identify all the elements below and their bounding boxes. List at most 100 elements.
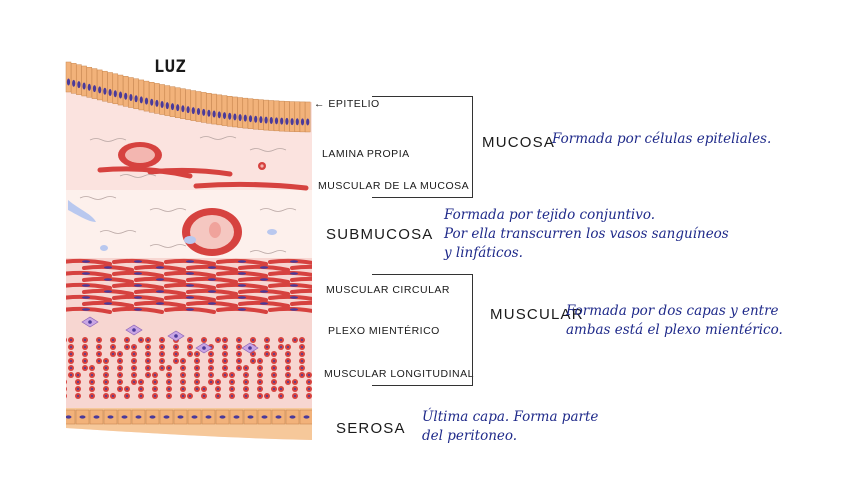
muscle-nucleus: [84, 360, 86, 362]
bracket-mucosa: [372, 96, 473, 198]
muscle-nucleus: [287, 353, 289, 355]
muscle-nucleus: [70, 360, 72, 362]
cell-nucleus: [222, 112, 227, 120]
muscle-nucleus: [156, 290, 164, 293]
muscle-nucleus: [168, 367, 170, 369]
epithelial-cell: [206, 92, 212, 124]
cell-nucleus: [303, 415, 310, 419]
muscle-nucleus: [182, 381, 184, 383]
muscle-nucleus: [224, 339, 226, 341]
muscle-nucleus: [119, 374, 121, 376]
muscle-nucleus: [126, 339, 128, 341]
connective-fiber: [259, 208, 297, 212]
connective-fiber: [149, 208, 187, 212]
muscle-nucleus: [196, 374, 198, 376]
cell-nucleus: [163, 415, 170, 419]
muscle-nucleus: [301, 353, 303, 355]
muscle-nucleus: [217, 381, 219, 383]
epithelial-cell: [133, 78, 139, 109]
epithelial-cell: [148, 82, 155, 113]
muscle-nucleus: [126, 346, 128, 348]
muscle-nucleus: [287, 360, 289, 362]
longitudinal-muscle-cell: [66, 379, 67, 385]
cell-nucleus: [176, 104, 180, 112]
muscle-nucleus: [70, 367, 72, 369]
muscle-nucleus: [70, 339, 72, 341]
submucosa-description-line: Formada por tejido conjuntivo.: [444, 207, 656, 223]
muscle-fiber: [290, 264, 312, 272]
cell-nucleus: [79, 415, 86, 419]
muscle-nucleus: [308, 381, 310, 383]
muscle-nucleus: [217, 395, 219, 397]
muscle-nucleus: [312, 266, 320, 269]
muscle-nucleus: [294, 381, 296, 383]
epithelial-cell: [107, 72, 113, 103]
muscle-nucleus: [161, 339, 163, 341]
longitudinal-muscle-cell: [66, 337, 67, 343]
muscle-nucleus: [196, 353, 198, 355]
muscle-fiber: [193, 181, 309, 191]
epithelial-cell: [96, 69, 103, 101]
cell-nucleus: [165, 102, 169, 110]
muscle-nucleus: [175, 353, 177, 355]
muscle-nucleus: [245, 395, 247, 397]
epithelial-cell: [258, 99, 264, 130]
muscle-nucleus: [91, 381, 93, 383]
muscle-nucleus: [210, 353, 212, 355]
group-muscular-label: MUSCULAR: [490, 306, 584, 323]
cell-nucleus: [93, 415, 100, 419]
muscle-nucleus: [134, 260, 142, 263]
epithelial-cell: [273, 100, 280, 132]
muscle-nucleus: [245, 388, 247, 390]
muscle-nucleus: [140, 388, 142, 390]
muscle-nucleus: [182, 388, 184, 390]
cell-nucleus: [177, 415, 184, 419]
muscle-nucleus: [161, 367, 163, 369]
muscle-nucleus: [112, 353, 114, 355]
muscle-nucleus: [224, 367, 226, 369]
cell-nucleus: [124, 92, 128, 100]
connective-tissue-fibers: [79, 136, 297, 254]
muscle-nucleus: [161, 346, 163, 348]
muscle-nucleus: [259, 381, 261, 383]
muscle-nucleus: [245, 374, 247, 376]
cell-nucleus: [264, 116, 268, 124]
cell-nucleus: [212, 110, 216, 118]
cell-nucleus: [108, 89, 112, 97]
muscle-nucleus: [196, 360, 198, 362]
epithelial-cell: [112, 73, 119, 105]
cell-nucleus: [306, 118, 310, 126]
muscle-nucleus: [224, 353, 226, 355]
muscle-fiber: [290, 288, 312, 296]
serosa-cells: [66, 409, 312, 425]
submucosa-description-line: y linfáticos.: [444, 245, 523, 261]
muscle-nucleus: [82, 260, 90, 263]
muscle-nucleus: [134, 296, 142, 299]
muscle-nucleus: [203, 339, 205, 341]
cell-nucleus: [92, 85, 97, 93]
bracket-muscular: [372, 274, 473, 386]
neuron-nucleus: [174, 334, 178, 338]
cell-nucleus: [202, 108, 206, 116]
muscle-nucleus: [287, 374, 289, 376]
muscle-nucleus: [266, 339, 268, 341]
muscle-nucleus: [203, 395, 205, 397]
muscle-nucleus: [189, 353, 191, 355]
muscle-nucleus: [105, 367, 107, 369]
cell-nucleus: [233, 113, 237, 121]
epithelial-cell: [211, 93, 217, 125]
epithelial-cell: [81, 65, 87, 97]
muscle-nucleus: [105, 381, 107, 383]
muscular-description-line: Formada por dos capas y entre: [566, 303, 779, 319]
muscle-nucleus: [259, 367, 261, 369]
label-plexo-mienterico: PLEXO MIENTÉRICO: [328, 325, 440, 337]
epithelium-cells: [65, 61, 311, 133]
label-muscular-mucosa: MUSCULAR DE LA MUCOSA: [318, 180, 470, 192]
muscle-nucleus: [245, 381, 247, 383]
muscle-nucleus: [266, 346, 268, 348]
group-serosa-label: SEROSA: [336, 420, 406, 437]
label-epitelio: ← EPITELIO: [314, 98, 380, 110]
muscle-nucleus: [77, 388, 79, 390]
muscle-nucleus: [231, 381, 233, 383]
muscle-nucleus: [196, 367, 198, 369]
